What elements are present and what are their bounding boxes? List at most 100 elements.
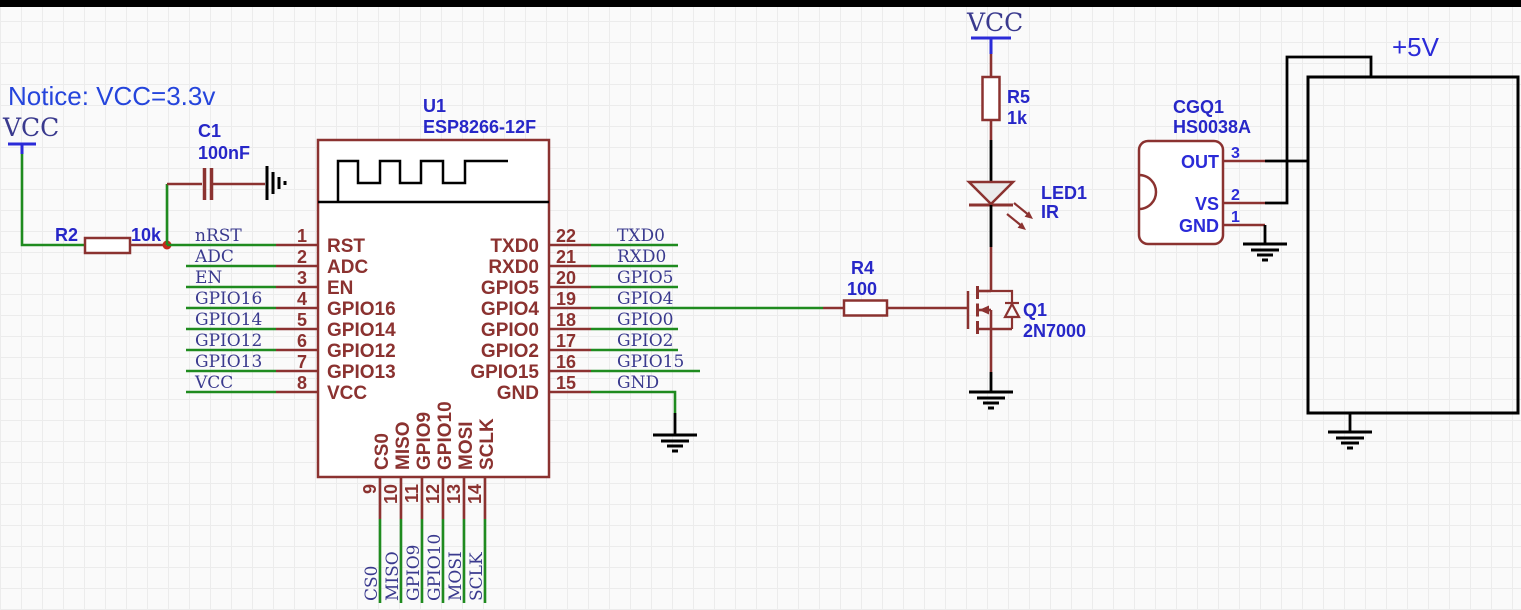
u1-pin-right-21[interactable]: 21 RXD0 RXD0	[488, 247, 678, 278]
ground-symbol-q1[interactable]	[969, 390, 1013, 410]
pin-name: GPIO14	[327, 320, 396, 341]
pin-number: 1	[1231, 209, 1240, 226]
led-arrowhead	[1024, 211, 1033, 219]
pin-name: GPIO5	[481, 278, 540, 299]
net-label: VCC	[194, 373, 233, 393]
u1-pin-right-19[interactable]: 19 GPIO4 GPIO4	[481, 289, 823, 320]
u1-pin-right-22[interactable]: 22 TXD0 TXD0	[490, 226, 678, 257]
pin-number: 4	[297, 289, 307, 309]
u1-pin-right-18[interactable]: 18 GPIO0 GPIO0	[481, 310, 678, 341]
wire-gnd	[591, 390, 677, 413]
u1-pin-bottom-11[interactable]: GPIO9 11 GPIO9	[402, 412, 435, 603]
net-label: GPIO12	[195, 331, 262, 351]
pin-number: 2	[1231, 187, 1240, 204]
u1-pin-left-6[interactable]: GPIO12 6 GPIO12	[186, 331, 396, 362]
net-label: GPIO15	[617, 352, 684, 372]
ground-symbol-block[interactable]	[1328, 430, 1372, 450]
u1-pin-right-20[interactable]: 20 GPIO5 GPIO5	[481, 268, 678, 299]
pin-number: 9	[360, 484, 380, 494]
resistor-r5[interactable]: R5 1k	[981, 75, 1031, 128]
led-led1[interactable]: LED1 IR	[965, 180, 1087, 230]
pin-name: TXD0	[490, 236, 539, 257]
r4-body	[842, 299, 889, 317]
pin-name: GPIO16	[327, 299, 396, 320]
net-label: GPIO9	[404, 545, 424, 602]
ic-u1[interactable]: U1 ESP8266-12F	[316, 96, 551, 479]
u1-pin-bottom-14[interactable]: SCLK 14 SCLK	[465, 418, 498, 603]
r2-ref: R2	[55, 225, 78, 245]
pin-name: VCC	[327, 383, 367, 404]
ground-symbol-cgq1[interactable]	[1243, 242, 1287, 262]
u1-pin-left-4[interactable]: GPIO16 4 GPIO16	[186, 289, 396, 320]
led1-ref: LED1	[1041, 183, 1087, 203]
u1-pin-left-1[interactable]: nRST 1 RST	[167, 226, 365, 257]
ground-symbol-c1[interactable]	[265, 166, 287, 200]
vcc-top-label: VCC	[966, 8, 1023, 37]
pin-name: GND	[1179, 216, 1219, 236]
u1-pin-right-16[interactable]: 16 GPIO15 GPIO15	[470, 352, 700, 383]
u1-pin-right-17[interactable]: 17 GPIO2 GPIO2	[481, 331, 678, 362]
resistor-r2[interactable]: R2 10k	[55, 225, 163, 255]
led-arrowhead	[1017, 222, 1026, 230]
pin-number: 13	[444, 484, 464, 504]
pin-number: 15	[556, 373, 576, 393]
pin-number: 11	[402, 484, 422, 503]
u1-pin-bottom-13[interactable]: MOSI 13 MOSI	[444, 421, 477, 603]
vcc-flag-top[interactable]: VCC	[966, 8, 1023, 54]
pin-name: GPIO9	[414, 412, 435, 470]
pin-number: 20	[556, 268, 576, 288]
capacitor-c1[interactable]: C1 100nF	[167, 121, 265, 200]
u1-pin-left-2[interactable]: ADC 2 ADC	[186, 247, 368, 278]
pin-number: 14	[465, 484, 485, 504]
u1-pin-bottom-9[interactable]: CS0 9 CS0	[360, 433, 393, 603]
net-label: GPIO10	[425, 534, 445, 601]
net-label: GPIO2	[617, 331, 674, 351]
u1-pin-left-5[interactable]: GPIO14 5 GPIO14	[186, 310, 396, 341]
pin-name: GND	[497, 383, 539, 404]
pin-name: ADC	[327, 257, 368, 278]
net-label: GPIO0	[617, 310, 674, 330]
wire-vcc-to-r2[interactable]	[20, 154, 85, 247]
u1-pin-right-15[interactable]: 15 GND GND	[497, 373, 677, 434]
pin-name: GPIO12	[327, 341, 396, 362]
cgq1-body	[1137, 139, 1225, 246]
net-label: nRST	[195, 226, 242, 246]
pin-number: 12	[423, 484, 443, 504]
ic-cgq1[interactable]: CGQ1 HS0038A OUT VS GND 3 2 1	[1137, 97, 1265, 246]
net-label: SCLK	[467, 552, 487, 601]
pin-name: GPIO13	[327, 362, 396, 383]
top-black-bar	[0, 0, 1521, 7]
r5-body	[981, 75, 1001, 122]
mosfet-q1[interactable]: Q1 2N7000	[966, 286, 1086, 341]
u1-antenna-icon	[336, 159, 508, 202]
u1-pin-left-3[interactable]: EN 3 EN	[186, 268, 353, 299]
net-label: GPIO14	[195, 310, 262, 330]
pin-number: 16	[556, 352, 576, 372]
power-block[interactable]	[1306, 75, 1520, 415]
u1-pin-left-7[interactable]: GPIO13 7 GPIO13	[186, 352, 396, 383]
r4-ref: R4	[851, 258, 874, 278]
wire-vs-to-block[interactable]	[1265, 55, 1373, 205]
u1-pin-bottom-10[interactable]: MISO 10 MISO	[381, 421, 414, 603]
vcc-left-label: VCC	[2, 113, 59, 142]
u1-pin-bottom-12[interactable]: GPIO10 12 GPIO10	[423, 401, 456, 603]
q1-body-arrow	[979, 305, 989, 315]
pin-number: 22	[556, 226, 576, 246]
u1-pin-left-8[interactable]: VCC 8 VCC	[186, 373, 367, 404]
vcc-flag-left[interactable]: VCC	[2, 113, 59, 154]
net-label: MOSI	[446, 551, 466, 601]
pin-name: GPIO0	[481, 320, 539, 341]
pin-number: 18	[556, 310, 576, 330]
pin-number: 10	[381, 484, 401, 504]
resistor-r4[interactable]: R4 100	[823, 258, 968, 317]
q1-diode-triangle	[1003, 301, 1021, 319]
pin-name: GPIO10	[435, 401, 456, 470]
r2-value: 10k	[131, 225, 162, 245]
ground-symbol-u1[interactable]	[653, 433, 697, 453]
notice-text: Notice: VCC=3.3v	[8, 81, 215, 111]
plus5v-label: +5V	[1392, 32, 1440, 62]
cgq1-lens-notch	[1138, 173, 1158, 211]
led1-value: IR	[1041, 202, 1059, 222]
